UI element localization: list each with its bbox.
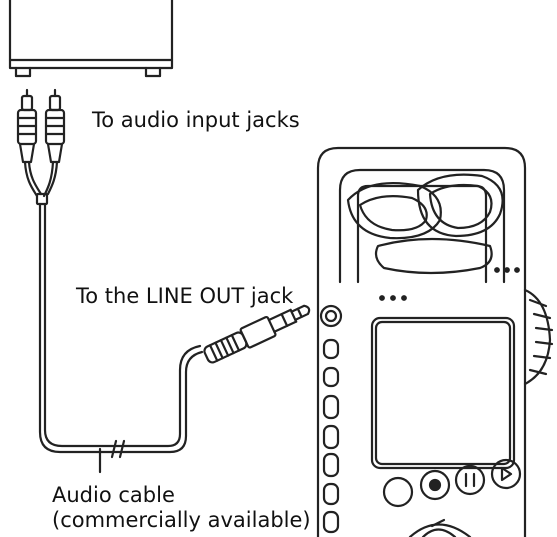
- audio-cable-note: (commercially available): [52, 508, 311, 532]
- ic-recorder: [316, 146, 554, 537]
- rca-plug-left: [16, 88, 38, 164]
- audio-input-label: To audio input jacks: [92, 108, 300, 132]
- rca-plug-right: [44, 88, 66, 164]
- line-out-label: To the LINE OUT jack: [76, 284, 294, 308]
- audio-cable-label: Audio cable: [52, 483, 175, 507]
- audio-device: [8, 0, 174, 78]
- audio-cable: [23, 160, 204, 474]
- mini-plug: [203, 304, 311, 364]
- line-out-jack: [319, 304, 343, 328]
